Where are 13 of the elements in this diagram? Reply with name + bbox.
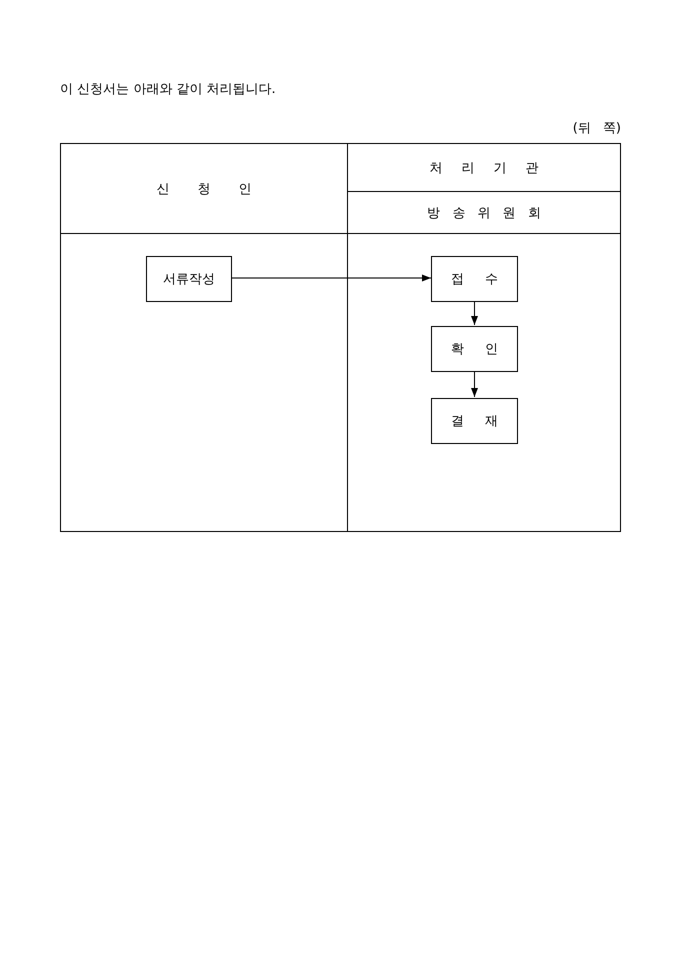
page-side-note: (뒤 쪽) bbox=[572, 120, 621, 137]
process-box: 확 인 bbox=[431, 326, 518, 372]
process-box: 결 재 bbox=[431, 398, 518, 444]
arrow bbox=[471, 300, 478, 326]
process-box: 접 수 bbox=[431, 256, 518, 302]
page-title: 이 신청서는 아래와 같이 처리됩니다. bbox=[60, 81, 276, 98]
lane-heading: 처 리 기 관 bbox=[429, 160, 539, 177]
lane-heading: 신 청 인 bbox=[156, 181, 252, 198]
swimlane bbox=[60, 143, 348, 532]
process-box: 서류작성 bbox=[146, 256, 232, 302]
lane-heading: 방 송 위 원 회 bbox=[427, 205, 541, 222]
arrow bbox=[471, 370, 478, 398]
arrow bbox=[230, 274, 432, 282]
